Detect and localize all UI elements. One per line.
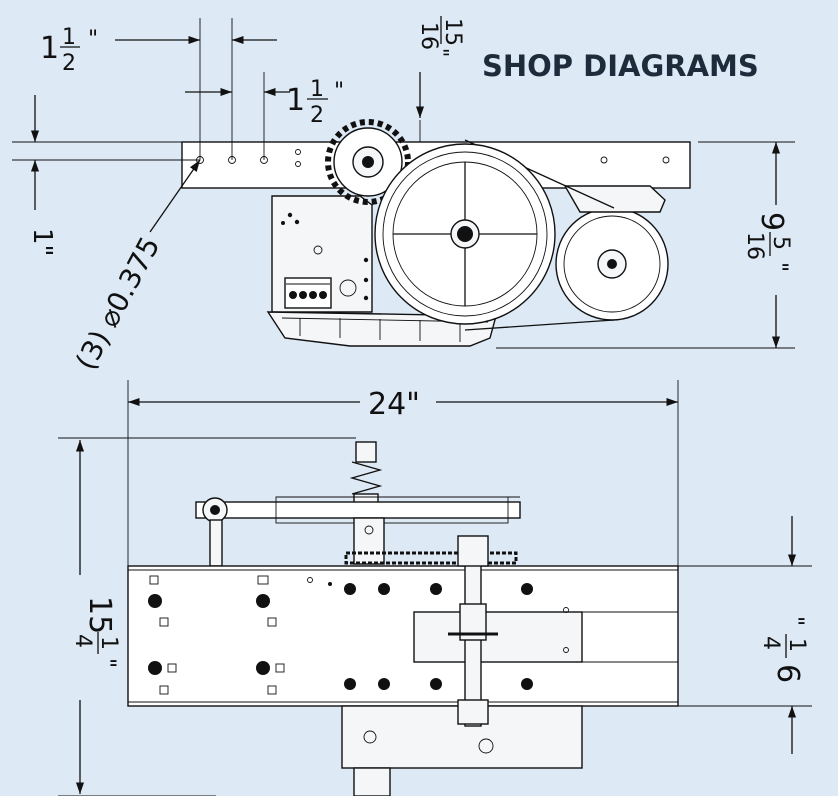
small-sprocket	[325, 119, 411, 205]
dim-hole-spacing-top: 1 1 2 "	[40, 25, 98, 76]
svg-text:": "	[88, 27, 98, 52]
svg-text:15: 15	[440, 18, 465, 46]
sprocket-shaft	[448, 535, 498, 727]
svg-text:2: 2	[310, 103, 324, 128]
svg-text:1: 1	[62, 25, 76, 50]
dim-overall-depth: 15 1 4 "	[70, 596, 121, 668]
drive-arm	[195, 501, 521, 519]
frame-holes	[148, 575, 569, 695]
svg-text:1: 1	[286, 83, 305, 118]
dim-side-height: 9 5 16 "	[742, 212, 793, 272]
terminal-block	[284, 277, 332, 309]
svg-text:1: 1	[96, 636, 121, 650]
dim-hole-inset: 1"	[27, 228, 57, 257]
svg-text:5: 5	[768, 236, 793, 250]
svg-text:2: 2	[62, 51, 76, 76]
top-frame	[127, 565, 679, 707]
svg-text:": "	[429, 48, 453, 57]
svg-text:16: 16	[742, 232, 767, 260]
lower-fitting	[353, 767, 391, 796]
drive-chain	[344, 551, 518, 565]
svg-text:16: 16	[416, 22, 441, 50]
svg-text:": "	[334, 79, 344, 104]
plate-dots	[281, 212, 369, 301]
svg-text:": "	[94, 658, 119, 668]
dim-holes-callout: (3) ⌀0.375	[69, 231, 166, 375]
page-title: SHOP DIAGRAMS	[482, 49, 759, 83]
svg-text:6: 6	[770, 664, 805, 683]
tension-spring	[349, 441, 383, 507]
svg-text:": "	[782, 616, 807, 626]
motor-housing	[555, 185, 669, 321]
dim-rail-depth: 6 1 4 "	[758, 616, 809, 683]
svg-text:15: 15	[82, 596, 117, 634]
drive-shaft	[353, 517, 385, 565]
dim-overall-width: 24"	[368, 387, 420, 422]
svg-text:4: 4	[758, 636, 783, 650]
top-view: 24"	[58, 380, 812, 796]
dim-sprocket-offset: 15 16 "	[416, 16, 465, 57]
svg-text:1: 1	[310, 77, 324, 102]
lower-housing	[341, 705, 583, 769]
dim-hole-spacing-mid: 1 1 2 "	[286, 77, 344, 128]
large-pulley	[374, 143, 556, 325]
svg-text:9: 9	[754, 212, 789, 231]
svg-text:4: 4	[70, 634, 95, 648]
svg-text:": "	[766, 262, 791, 272]
svg-text:1: 1	[40, 31, 59, 66]
cross-plate	[413, 611, 583, 663]
svg-text:1: 1	[784, 638, 809, 652]
